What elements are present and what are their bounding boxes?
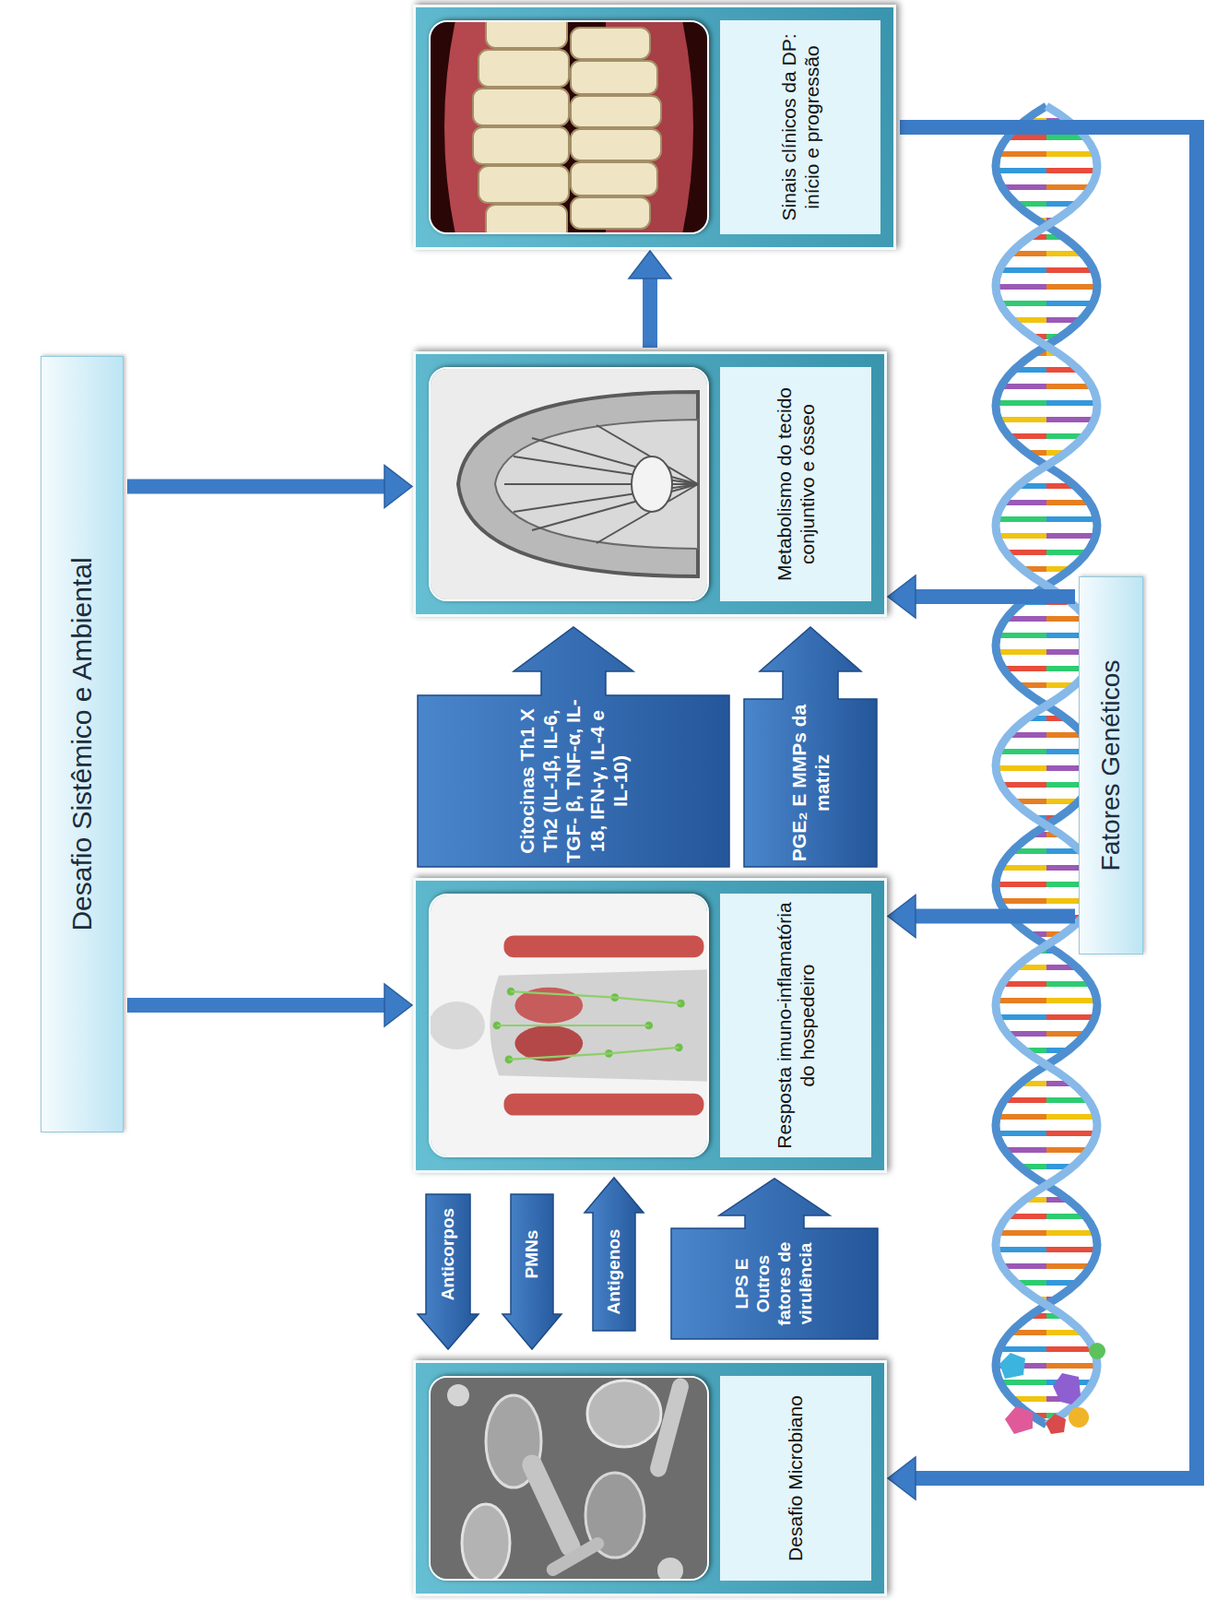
arrow-shaft bbox=[127, 479, 387, 495]
picture-frame bbox=[428, 366, 710, 602]
title-band: Desafio Sistêmico e Ambiental bbox=[40, 355, 124, 1133]
band-text: Fatores Genéticos bbox=[1096, 660, 1126, 872]
block-arrow-box: LPS E Outros fatores de virulência bbox=[671, 1178, 878, 1339]
arrow-shaft bbox=[127, 997, 387, 1013]
arrow-text-area: Citocinas Th1 X Th2 (IL-1β, IL-6, TGF- β… bbox=[417, 695, 730, 867]
arrow-text-area: PMNs bbox=[510, 1193, 554, 1314]
block-arrow-label: Antigenos bbox=[584, 1177, 644, 1331]
arrow-shaft bbox=[913, 589, 1076, 604]
arrow-shaft bbox=[642, 276, 658, 348]
arrow-label: Citocinas Th1 X Th2 (IL-1β, IL-6, TGF- β… bbox=[515, 698, 632, 863]
nucleotide-shapes bbox=[999, 1342, 1106, 1434]
teeth-photo bbox=[430, 22, 708, 233]
flow-arrow bbox=[127, 465, 413, 509]
panel-label: Desafio Microbiano bbox=[783, 1394, 807, 1561]
label-box: Resposta imuno-inflamatória do hospedeir… bbox=[720, 893, 872, 1158]
arrow-head bbox=[887, 1456, 916, 1500]
stage-panel: Resposta imuno-inflamatória do hospedeir… bbox=[413, 877, 887, 1173]
arrow-label: Antigenos bbox=[603, 1229, 626, 1315]
stage-panel: Sinais clínicos da DP: início e progress… bbox=[413, 4, 897, 250]
anatomy-picture bbox=[430, 895, 708, 1156]
genetics-band: Fatores Genéticos bbox=[1078, 576, 1144, 955]
flow-arrow bbox=[887, 895, 1076, 938]
tissue-drawing bbox=[430, 368, 708, 600]
block-arrow-box: PGE₂ E MMPs da matriz bbox=[744, 626, 877, 867]
stage-panel: Desafio Microbiano bbox=[413, 1359, 887, 1596]
arrow-label: PMNs bbox=[521, 1229, 544, 1279]
arrow-head bbox=[384, 465, 413, 509]
stage-panel: Metabolismo do tecido conjuntivo e ósseo bbox=[413, 351, 887, 617]
arrow-label: Anticorpos bbox=[437, 1207, 460, 1300]
arrow-shaft bbox=[913, 909, 1076, 924]
block-arrow-label: Anticorpos bbox=[417, 1193, 479, 1349]
picture-frame bbox=[428, 893, 710, 1158]
block-arrow-label: PMNs bbox=[502, 1193, 562, 1349]
block-arrow-shape bbox=[744, 626, 877, 867]
arrow-head bbox=[628, 250, 672, 279]
arrow-head bbox=[887, 895, 916, 938]
arrow-head bbox=[384, 983, 413, 1027]
picture-frame bbox=[428, 1375, 710, 1581]
label-box: Sinais clínicos da DP: início e progress… bbox=[720, 20, 881, 235]
arrow-text-area: PGE₂ E MMPs da matriz bbox=[744, 698, 877, 867]
arrow-text-area: LPS E Outros fatores de virulência bbox=[671, 1228, 878, 1339]
label-box: Desafio Microbiano bbox=[720, 1375, 872, 1581]
picture-frame bbox=[428, 20, 710, 235]
block-arrow-box: Citocinas Th1 X Th2 (IL-1β, IL-6, TGF- β… bbox=[417, 626, 730, 867]
band-text: Desafio Sistêmico e Ambiental bbox=[66, 556, 98, 931]
panel-label: Sinais clínicos da DP: início e progress… bbox=[777, 27, 824, 227]
arrow-label: LPS E Outros fatores de virulência bbox=[732, 1231, 816, 1336]
arrow-shaft bbox=[899, 127, 1197, 1478]
arrow-head bbox=[887, 575, 916, 618]
flow-arrow bbox=[628, 250, 672, 348]
arrow-text-area: Antigenos bbox=[592, 1212, 636, 1331]
microbe-photo bbox=[430, 1377, 708, 1579]
flow-arrow bbox=[887, 575, 1076, 618]
arrow-label: PGE₂ E MMPs da matriz bbox=[787, 702, 834, 863]
panel-label: Resposta imuno-inflamatória do hospedeir… bbox=[772, 900, 819, 1150]
flow-arrow bbox=[887, 127, 1197, 1500]
flow-arrow bbox=[127, 983, 413, 1027]
arrow-text-area: Anticorpos bbox=[425, 1193, 471, 1314]
panel-label: Metabolismo do tecido conjuntivo e ósseo bbox=[772, 374, 819, 594]
label-box: Metabolismo do tecido conjuntivo e ósseo bbox=[720, 366, 872, 602]
